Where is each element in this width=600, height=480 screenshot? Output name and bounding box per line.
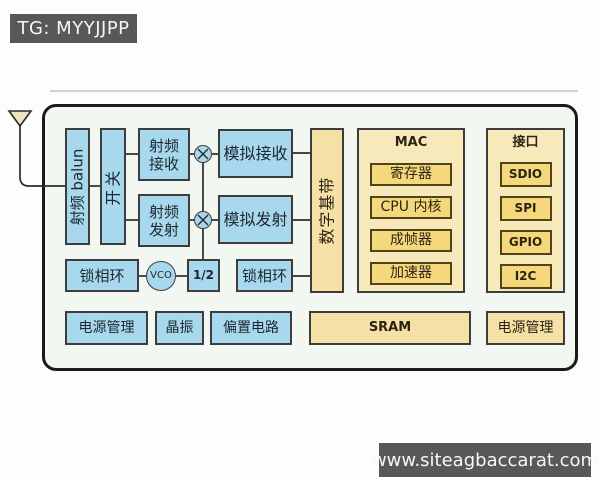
block-sram-label: SRAM (368, 320, 412, 336)
block-analog-transmit: 模拟发射 (218, 195, 293, 244)
block-pll-left: 锁相环 (65, 259, 139, 292)
block-rf-switch-label: 开关 (103, 167, 123, 206)
panel-mac: MAC 寄存器 CPU 内核 成帧器 加速器 (357, 128, 465, 293)
block-power-mgmt-left: 电源管理 (65, 311, 148, 345)
block-rf-receive: 射频 接收 (138, 128, 190, 181)
watermark-top-text: TG: MYYJJPP (17, 18, 130, 39)
block-digital-baseband: 数字基带 (310, 128, 344, 293)
block-if-gpio-label: GPIO (508, 235, 543, 250)
block-if-gpio: GPIO (499, 230, 552, 255)
block-mac-cpu-core: CPU 内核 (370, 196, 452, 219)
mixer-rx-icon (194, 145, 212, 163)
block-analog-transmit-label: 模拟发射 (223, 209, 288, 229)
block-mac-accelerator: 加速器 (370, 262, 452, 285)
block-vco-label: VCO (150, 270, 172, 281)
panel-mac-title: MAC (394, 135, 428, 150)
block-rf-balun: 射频 balun (65, 128, 90, 245)
block-pll-right-label: 锁相环 (241, 266, 287, 285)
block-freq-divider-label: 1/2 (192, 268, 215, 283)
block-bias-circuit-label: 偏置电路 (223, 319, 279, 336)
block-mac-cpu-core-label: CPU 内核 (380, 199, 442, 216)
block-pll-left-label: 锁相环 (79, 266, 125, 285)
block-power-mgmt-right-label: 电源管理 (497, 319, 554, 336)
block-mac-framer-label: 成帧器 (390, 232, 432, 249)
block-analog-receive: 模拟接收 (218, 129, 293, 178)
block-crystal-osc: 晶振 (155, 311, 204, 345)
block-pll-right: 锁相环 (236, 259, 293, 292)
watermark-bottom-banner: www.siteagbaccarat.com (372, 443, 598, 477)
antenna-icon (7, 110, 33, 128)
watermark-bottom-text: www.siteagbaccarat.com (371, 449, 599, 471)
divider-line (50, 90, 578, 92)
block-rf-receive-label-line2: 接收 (148, 154, 179, 173)
block-power-mgmt-right: 电源管理 (486, 311, 565, 345)
block-power-mgmt-left-label: 电源管理 (78, 319, 135, 336)
block-if-i2c: I2C (499, 264, 552, 289)
block-if-spi-label: SPI (514, 201, 537, 216)
block-rf-balun-label: 射频 balun (68, 148, 87, 225)
panel-interfaces: 接口 SDIO SPI GPIO I2C (486, 128, 565, 293)
block-if-spi: SPI (499, 196, 552, 221)
connection-wires (19, 126, 310, 277)
block-rf-switch: 开关 (100, 128, 126, 245)
block-sram: SRAM (309, 311, 471, 345)
block-rf-transmit-label-line1: 射频 (148, 202, 179, 221)
block-mac-registers: 寄存器 (370, 163, 452, 186)
block-rf-transmit: 射频 发射 (138, 194, 190, 247)
block-mac-registers-label: 寄存器 (390, 166, 432, 183)
block-freq-divider: 1/2 (187, 259, 220, 292)
block-if-i2c-label: I2C (514, 269, 537, 284)
block-crystal-osc-label: 晶振 (165, 319, 194, 336)
block-if-sdio: SDIO (499, 162, 552, 187)
block-mac-framer: 成帧器 (370, 229, 452, 252)
panel-interfaces-title: 接口 (512, 135, 539, 150)
block-mac-accelerator-label: 加速器 (390, 265, 432, 282)
block-bias-circuit: 偏置电路 (210, 311, 292, 345)
block-rf-receive-label-line1: 射频 (148, 136, 179, 155)
block-analog-receive-label: 模拟接收 (223, 143, 288, 163)
block-if-sdio-label: SDIO (508, 167, 543, 182)
block-rf-transmit-label-line2: 发射 (148, 220, 179, 239)
block-digital-baseband-label: 数字基带 (317, 176, 337, 245)
watermark-top-banner: TG: MYYJJPP (10, 14, 137, 43)
block-vco: VCO (146, 261, 176, 291)
mixer-tx-icon (194, 211, 212, 229)
